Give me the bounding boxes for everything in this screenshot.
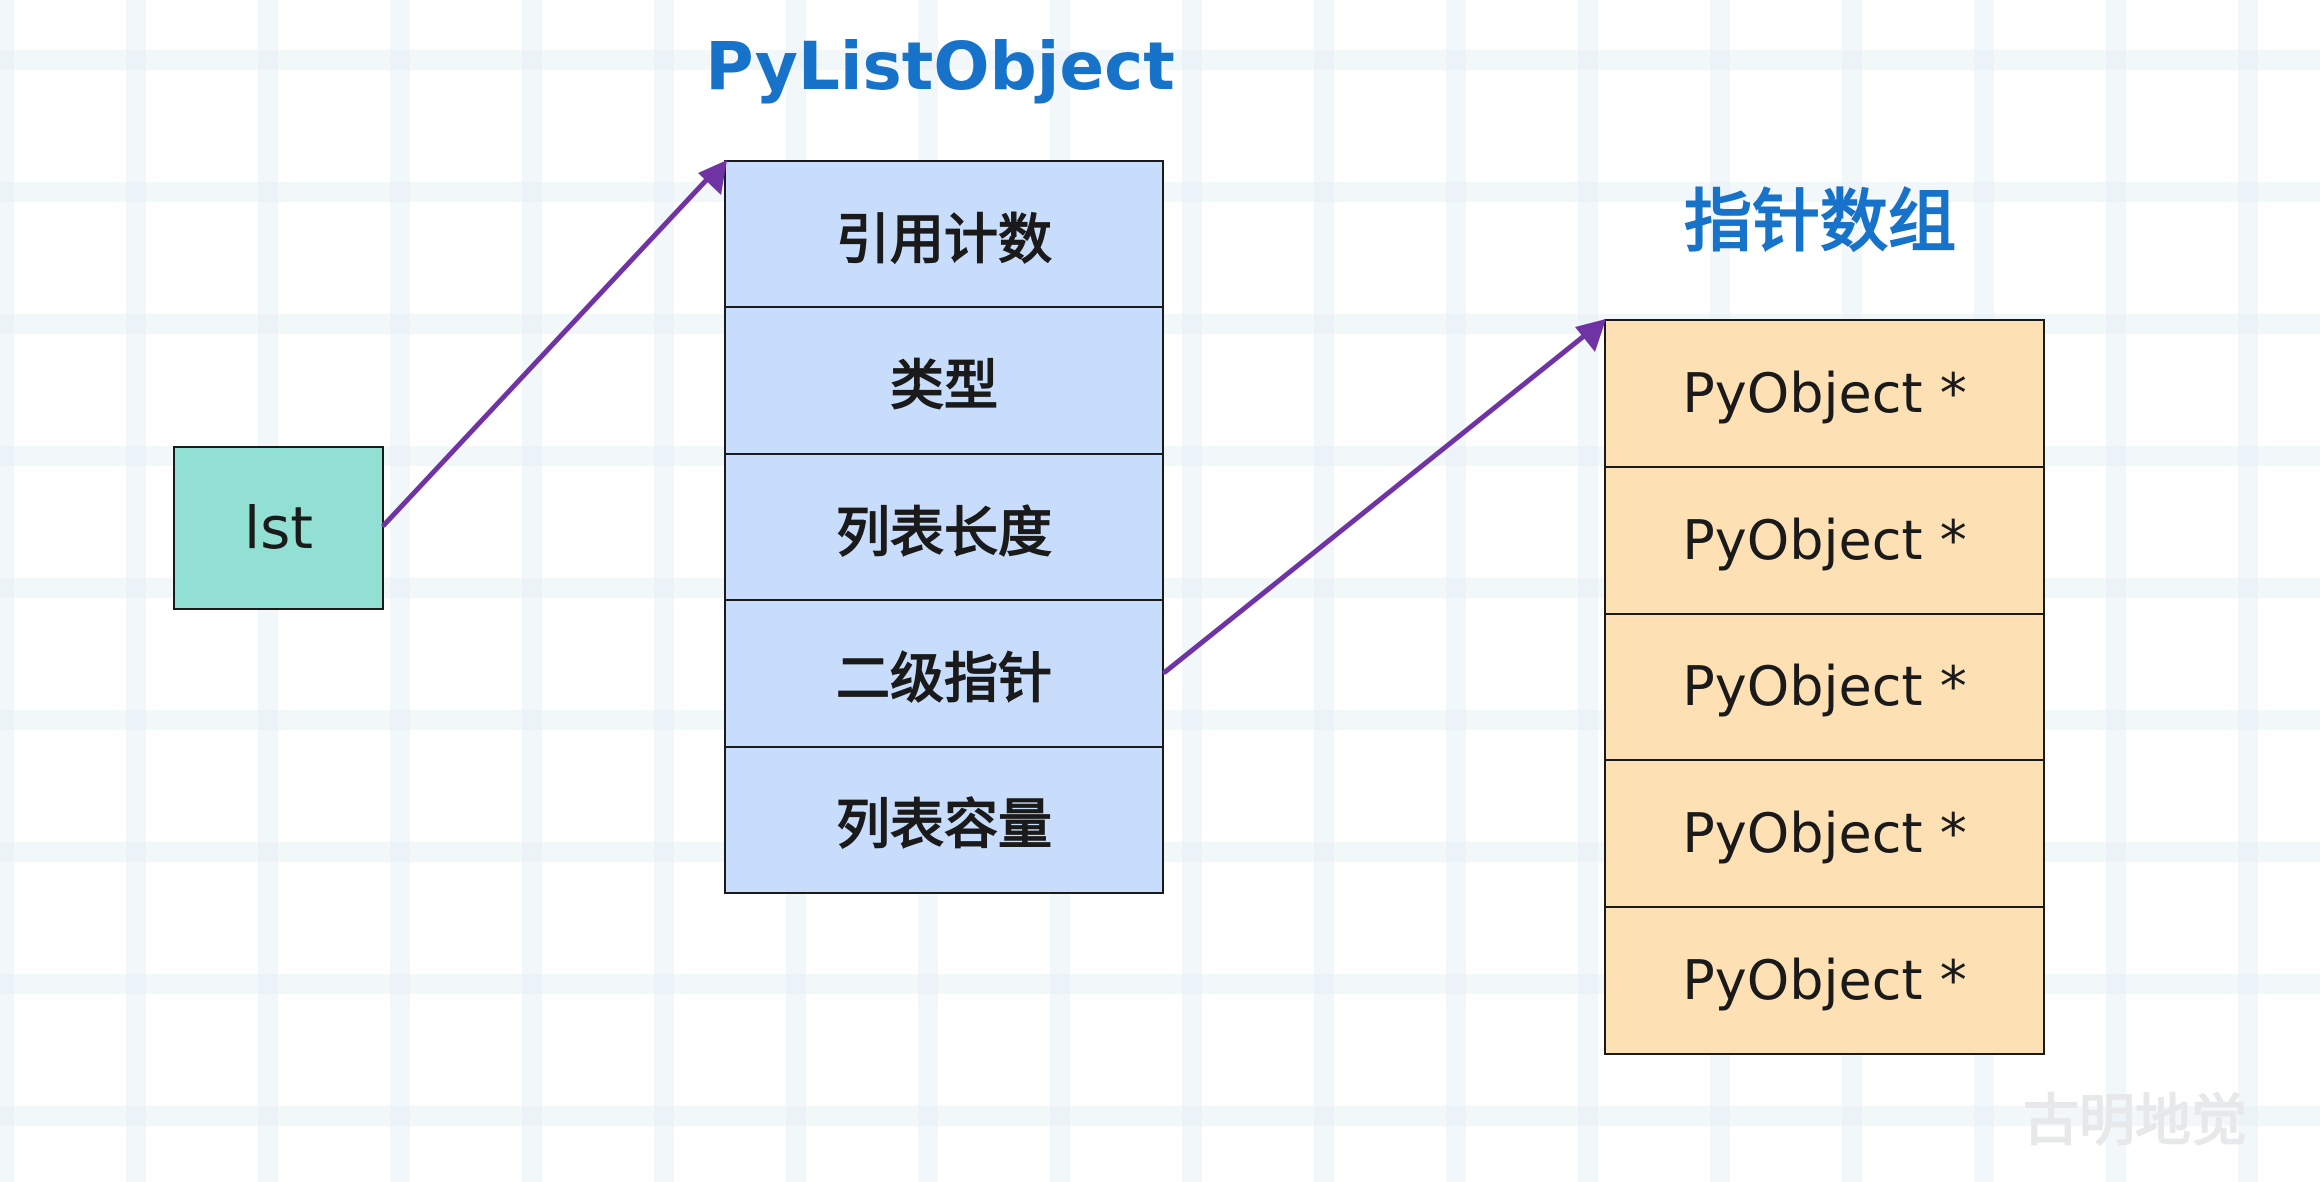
- pointer-array-cell: PyObject *: [1606, 468, 2043, 615]
- lst-variable-box: lst: [173, 446, 384, 610]
- arrow-pointer-to-array-head: [1575, 319, 1606, 352]
- field-ref-count: 引用计数: [726, 162, 1162, 309]
- pointer-array: PyObject * PyObject * PyObject * PyObjec…: [1604, 319, 2045, 1055]
- pointer-array-cell: PyObject *: [1606, 615, 2043, 762]
- pointer-array-title: 指针数组: [1683, 183, 1956, 262]
- arrow-lst-to-pylist-head: [698, 160, 727, 195]
- field-type: 类型: [726, 308, 1162, 455]
- watermark: 古明地觉: [2023, 1089, 2247, 1154]
- field-list-length: 列表长度: [726, 455, 1162, 602]
- pointer-array-cell: PyObject *: [1682, 949, 1967, 1013]
- arrow-lst-to-pylist: [381, 171, 715, 528]
- pointer-array-cell: PyObject *: [1606, 321, 2043, 468]
- arrow-pointer-to-array: [1162, 329, 1592, 675]
- field-list-capacity: 列表容量: [836, 793, 1052, 857]
- field-double-pointer: 二级指针: [726, 601, 1162, 748]
- pointer-array-cell: PyObject *: [1606, 761, 2043, 909]
- lst-variable-label: lst: [243, 494, 314, 562]
- pylist-object-title: PyListObject: [705, 28, 1175, 105]
- pylist-object-struct: 引用计数 类型 列表长度 二级指针 列表容量: [724, 160, 1164, 894]
